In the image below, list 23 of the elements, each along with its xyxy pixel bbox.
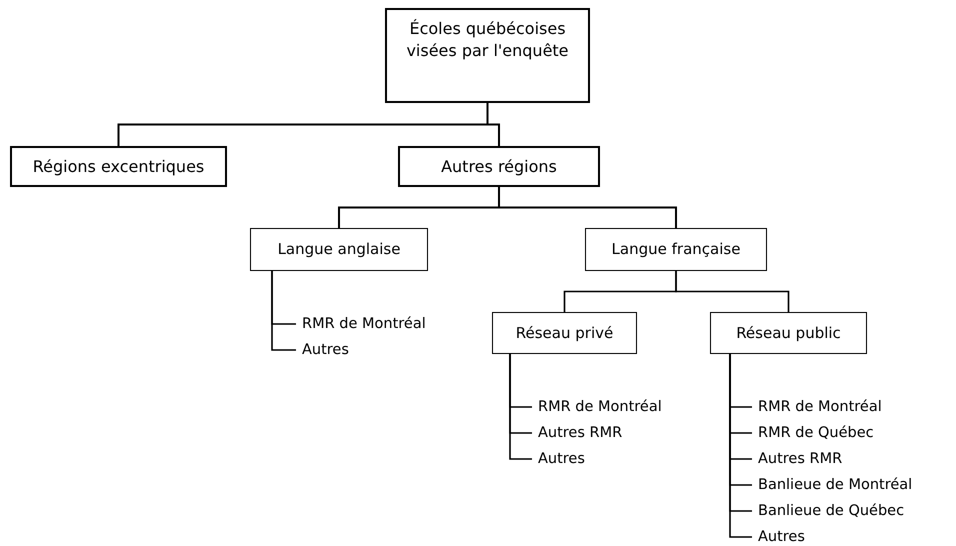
category-label: Autres — [758, 528, 805, 546]
connector-line — [498, 187, 677, 228]
category-label: Banlieue de Québec — [758, 502, 904, 520]
category-box: Écoles québécoises visées par l'enquête — [385, 8, 590, 103]
category-box: Réseau privé — [492, 312, 637, 354]
category-box: Langue anglaise — [250, 228, 428, 271]
category-box: Régions excentriques — [10, 146, 227, 187]
category-label: Banlieue de Montréal — [758, 476, 912, 494]
category-label: Autres — [538, 450, 585, 468]
category-label: Autres RMR — [758, 450, 842, 468]
category-box: Réseau public — [710, 312, 867, 354]
connector-line — [675, 271, 790, 312]
connector-line — [509, 354, 532, 460]
category-label: RMR de Montréal — [302, 315, 426, 333]
connector-line — [486, 103, 500, 146]
category-box: Langue française — [585, 228, 767, 271]
category-label: Autres — [302, 341, 349, 359]
connector-line — [271, 271, 296, 351]
category-label: RMR de Québec — [758, 424, 874, 442]
category-label: RMR de Montréal — [758, 398, 882, 416]
category-label: RMR de Montréal — [538, 398, 662, 416]
category-box: Autres régions — [398, 146, 600, 187]
category-label: Autres RMR — [538, 424, 622, 442]
